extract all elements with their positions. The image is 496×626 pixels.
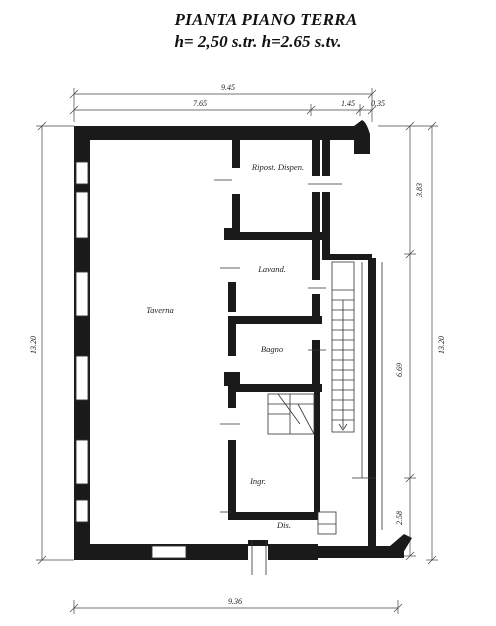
room-lavand: Lavand.	[257, 264, 286, 274]
bottom-dimension	[69, 600, 403, 614]
bottom-window	[151, 545, 187, 559]
dim-right-total: 13.20	[437, 336, 446, 354]
dim-top-seg3: 0.35	[371, 99, 385, 108]
room-taverna: Taverna	[146, 305, 174, 315]
left-dimension	[36, 121, 74, 565]
left-windows	[75, 161, 89, 523]
room-bagno: Bagno	[261, 344, 283, 354]
room-ripost-dispen: Ripost. Dispen.	[251, 162, 304, 172]
stairs	[267, 261, 383, 535]
dim-bottom-total: 9.36	[228, 597, 242, 606]
plan-title: PIANTA PIANO TERRA	[174, 10, 358, 29]
right-dimension-chains	[378, 121, 438, 565]
dim-right-seg3: 2.58	[395, 511, 404, 525]
dim-right-seg2: 6.69	[395, 363, 404, 377]
top-dimension-chain	[69, 88, 377, 122]
exterior-walls	[74, 120, 412, 560]
room-ingr: Ingr.	[249, 476, 266, 486]
dim-top-total: 9.45	[221, 83, 235, 92]
plan-subtitle: h= 2,50 s.tr. h=2.65 s.tv.	[174, 32, 342, 51]
dim-top-seg2: 1.45	[341, 99, 355, 108]
dim-right-seg1: 3.83	[415, 183, 424, 198]
room-dis: Dis.	[276, 520, 291, 530]
dim-top-seg1: 7.65	[193, 99, 207, 108]
interior-walls	[224, 140, 322, 546]
door-marks	[214, 179, 342, 575]
dim-left-total: 13.20	[29, 336, 38, 354]
